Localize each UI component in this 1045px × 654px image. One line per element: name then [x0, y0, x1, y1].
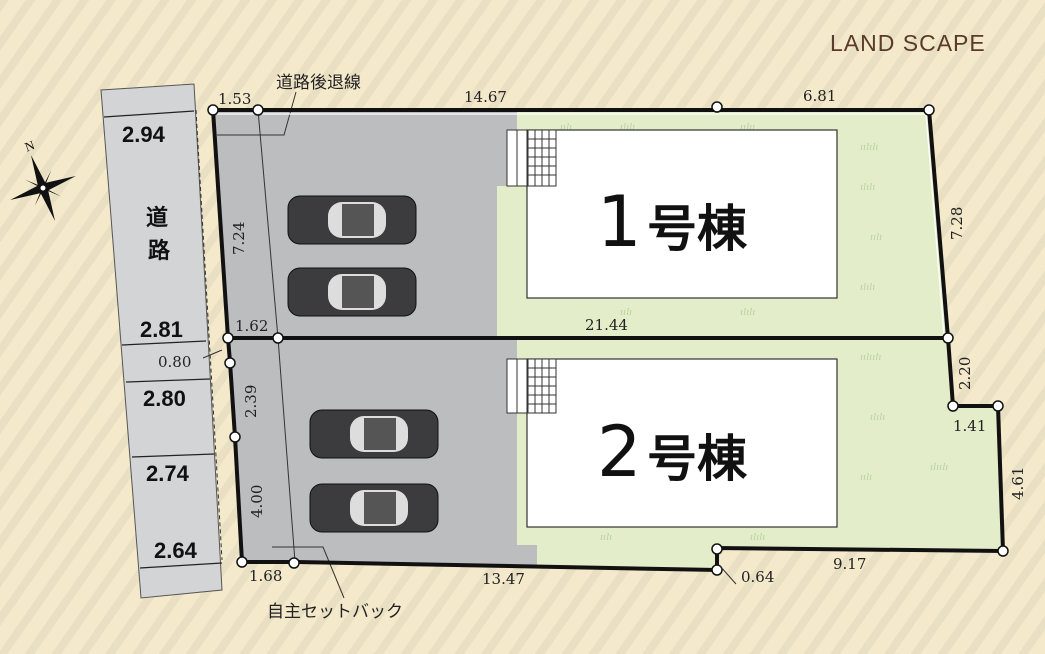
voluntary-setback-label: 自主セットバック: [267, 602, 403, 622]
road-width-1: 2.94: [122, 122, 166, 147]
dim-bottom-mid: 13.47: [482, 570, 525, 588]
dim-bottom-step: 0.64: [741, 568, 774, 586]
house-2-number: 2: [597, 411, 642, 493]
road-width-4: 2.74: [146, 461, 190, 486]
road-label-2: 路: [148, 238, 171, 263]
dim-right-step-v: 2.20: [956, 357, 974, 390]
road: [100, 83, 223, 599]
dim-left-offset: 0.80: [158, 353, 191, 371]
car-icons: [287, 195, 439, 533]
dim-right-lower: 4.61: [1009, 467, 1027, 500]
dim-bottom-left: 1.68: [249, 567, 282, 585]
svg-text:ıılı: ıılı: [860, 471, 872, 483]
leader-0.80: [202, 349, 223, 359]
house-1-number: 1: [597, 181, 642, 263]
dim-left-lower-1: 2.39: [242, 385, 260, 418]
leader-0.64: [719, 565, 737, 585]
compass-north-label: N: [23, 137, 38, 155]
road-width-3: 2.80: [143, 386, 186, 411]
entrance-steps-1: [506, 129, 557, 187]
svg-text:ılılı: ılılı: [750, 531, 765, 543]
road-width-5: 2.64: [154, 538, 198, 563]
entrance-steps-2: [506, 358, 557, 414]
car-icon: [287, 195, 417, 245]
house-1-suffix: 号棟: [647, 200, 748, 258]
dim-divider: 21.44: [585, 316, 628, 334]
voluntary-setback-leader: [272, 546, 345, 599]
svg-text:ılıılı: ılıılı: [930, 461, 948, 473]
dim-top-right: 6.81: [803, 87, 836, 105]
svg-text:ıılı: ıılı: [870, 231, 882, 243]
svg-text:ılılı: ılılı: [860, 281, 875, 293]
road-setback-line-label: 道路後退線: [276, 73, 361, 93]
road-label-1: 道: [146, 205, 168, 230]
dim-bottom-right: 9.17: [833, 555, 866, 573]
svg-text:ıılı: ıılı: [600, 531, 612, 543]
svg-text:ılılı: ılılı: [870, 411, 885, 423]
car-icon: [287, 267, 417, 317]
svg-text:ılılı: ılılı: [740, 306, 755, 318]
dim-top-left: 1.53: [218, 90, 251, 108]
svg-text:ıılıılı: ıılıılı: [860, 351, 881, 363]
setback-leader: [217, 91, 297, 136]
svg-text:ıılılı: ıılılı: [860, 141, 878, 153]
dim-right-upper: 7.28: [948, 207, 966, 240]
setback-line-lower: [277, 337, 296, 563]
svg-text:ılılı: ılılı: [860, 181, 875, 193]
road-setback-dashed-line: [195, 109, 223, 561]
boundary-points: [207, 101, 1009, 576]
road-width-arrows: [103, 110, 223, 569]
dim-left-lower-2: 4.00: [248, 485, 266, 518]
house-2-suffix: 号棟: [647, 430, 748, 488]
setback-line-upper: [257, 109, 279, 339]
dim-left-mid: 1.62: [235, 317, 268, 335]
compass-icon: [10, 155, 76, 221]
dim-top-mid: 14.67: [464, 88, 507, 106]
house-1: [526, 129, 838, 299]
dim-right-step-h: 1.41: [953, 417, 986, 435]
car-icon: [309, 483, 439, 533]
brand-logo: LAND SCAPE: [830, 30, 986, 56]
site-boundary: [211, 108, 1006, 573]
svg-text:ıılı: ıılı: [620, 306, 632, 318]
road-width-2: 2.81: [140, 317, 183, 342]
dim-left-upper: 7.24: [230, 222, 248, 255]
car-icon: [309, 409, 439, 459]
house-2: [526, 358, 838, 528]
